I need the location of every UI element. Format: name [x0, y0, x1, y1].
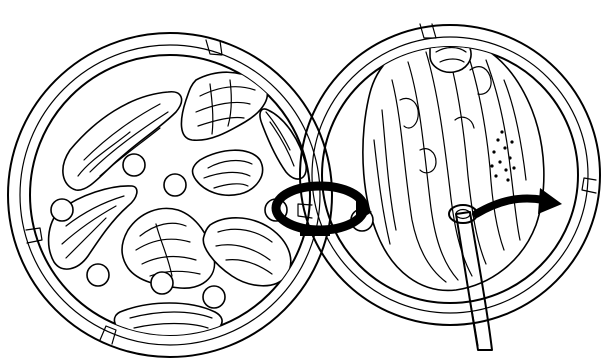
hole — [151, 272, 173, 294]
right-tissue-top — [430, 41, 471, 73]
hole — [51, 199, 73, 221]
hole — [123, 154, 145, 176]
left-fragment-1 — [63, 92, 182, 190]
left-fragment-7 — [114, 303, 222, 340]
right-tissue-mass — [363, 37, 544, 290]
right-dish — [300, 24, 600, 325]
hole — [164, 174, 186, 196]
hole — [203, 286, 225, 308]
left-fragment-3 — [193, 150, 263, 195]
left-fragment-6 — [203, 218, 290, 286]
hole — [87, 264, 109, 286]
